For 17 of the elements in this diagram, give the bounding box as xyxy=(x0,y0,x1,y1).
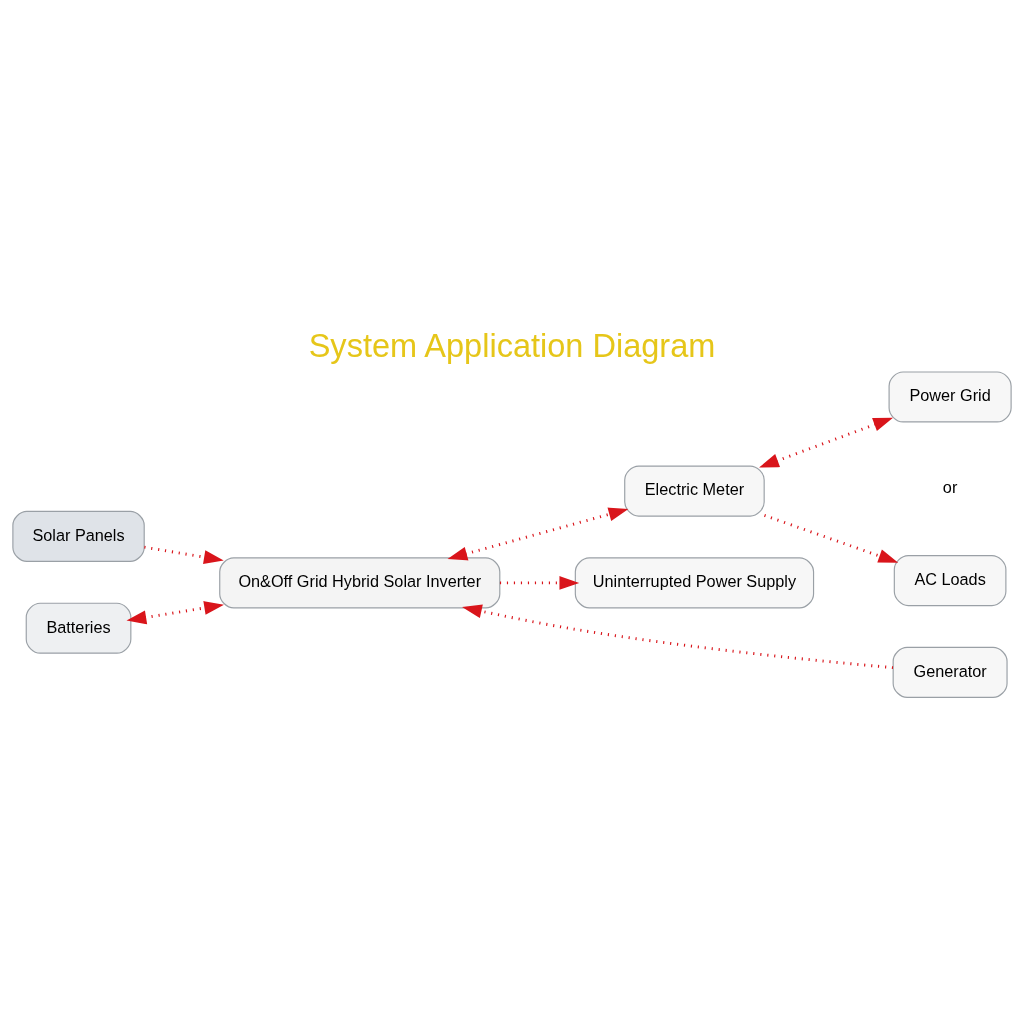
node-box: AC Loads xyxy=(893,555,1007,607)
arrow xyxy=(144,545,224,564)
node-box: Electric Meter xyxy=(624,465,765,517)
node-box: Power Grid xyxy=(888,371,1012,423)
node-box: Generator xyxy=(892,646,1008,698)
arrow xyxy=(759,417,894,468)
arrow xyxy=(462,604,894,670)
node-box: Solar Panels xyxy=(12,510,145,562)
arrow xyxy=(499,575,580,590)
arrow xyxy=(126,601,224,625)
node-box: On&Off Grid Hybrid Solar Inverter xyxy=(219,557,501,609)
arrow xyxy=(447,507,629,561)
node-box: Batteries xyxy=(25,602,132,654)
label: or xyxy=(942,478,958,497)
node-box: Uninterrupted Power Supply xyxy=(574,557,815,609)
arrow xyxy=(764,514,899,563)
diagram-title: System Application Diagram xyxy=(308,328,716,365)
